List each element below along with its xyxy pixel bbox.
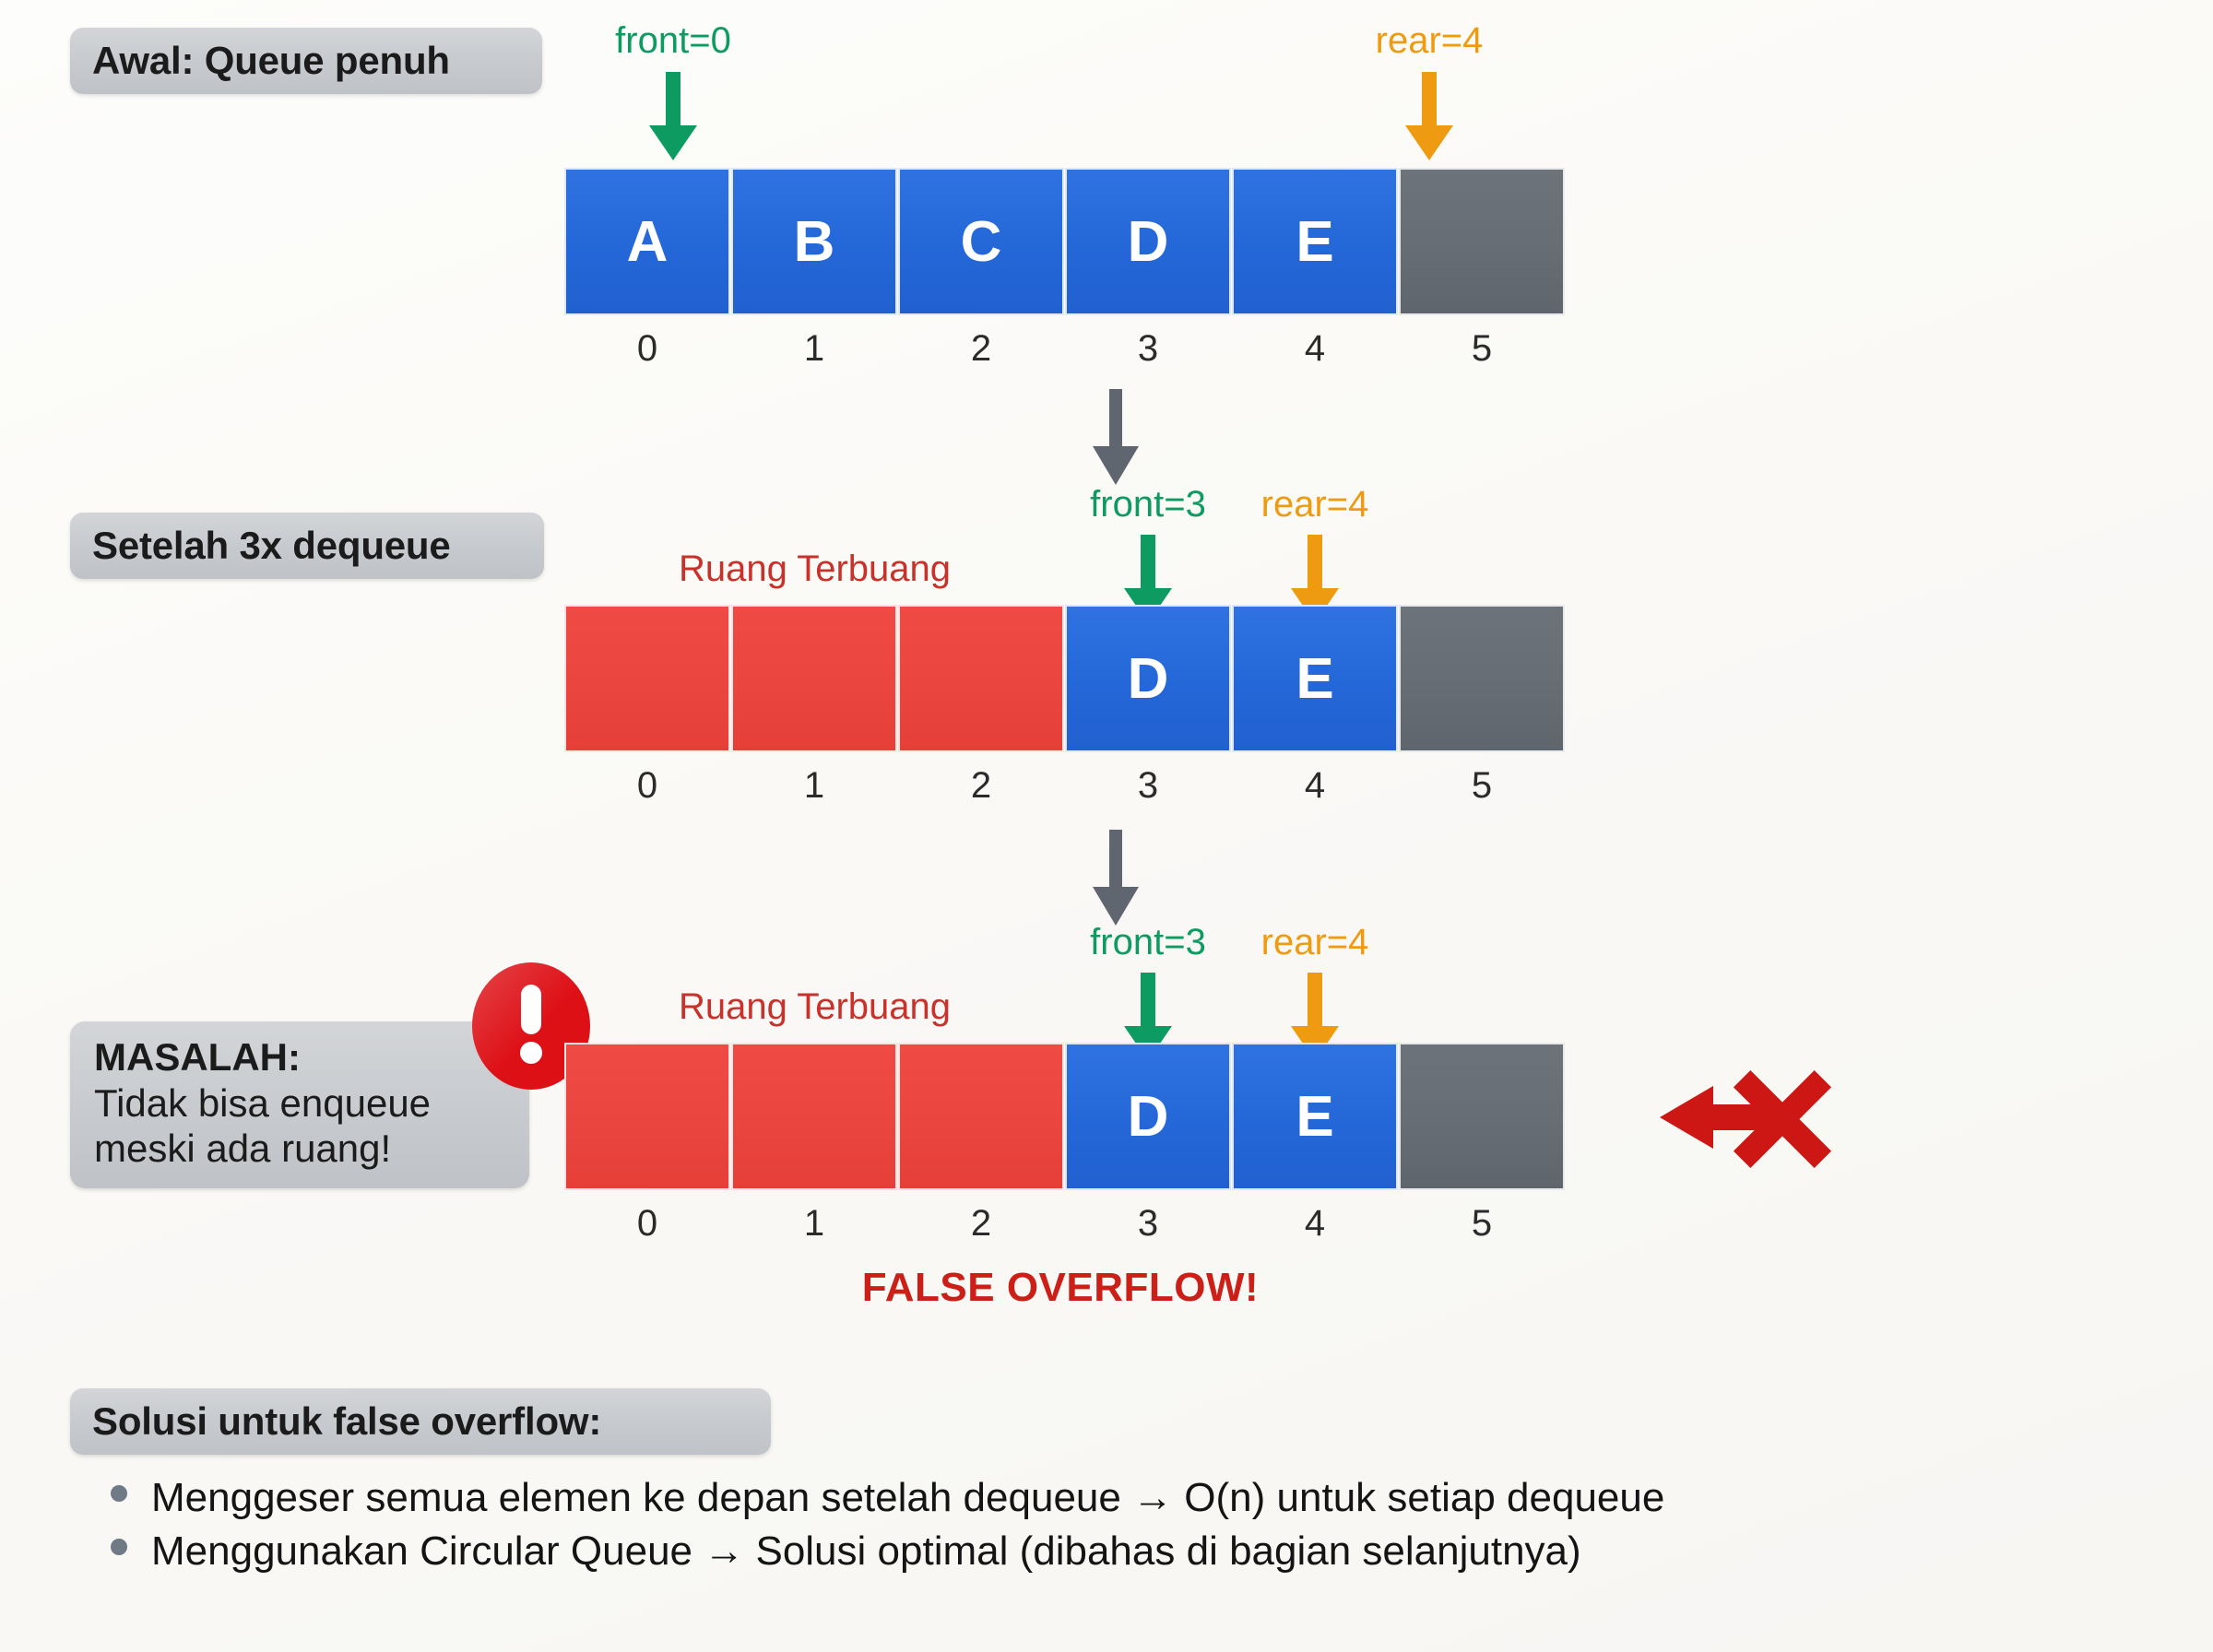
row2-rear-arrow-icon [1276, 535, 1354, 631]
row3-cell-4-value: E [1296, 1084, 1334, 1149]
row1-cell-3[interactable]: D [1065, 168, 1231, 315]
row3-front-label: front=3 [1090, 922, 1206, 962]
row1-rear-label: rear=4 [1375, 20, 1484, 61]
row2-rear-label: rear=4 [1260, 484, 1369, 525]
problem-chip: MASALAH: Tidak bisa enqueue meski ada ru… [70, 1021, 529, 1188]
row1-title-label: Awal: Queue penuh [92, 39, 450, 82]
row2-title-label: Setelah 3x dequeue [92, 524, 451, 567]
row3-index-5: 5 [1471, 1203, 1493, 1244]
row1-cell-1[interactable]: B [731, 168, 897, 315]
row1-cell-2[interactable]: C [898, 168, 1064, 315]
row3-index-0: 0 [636, 1203, 658, 1244]
flow-arrow-2-icon [1083, 830, 1148, 936]
solution-title-chip: Solusi untuk false overflow: [70, 1388, 771, 1455]
problem-line-2: Tidak bisa enqueue [94, 1080, 432, 1125]
solution-item-1-text: Menggeser semua elemen ke depan setelah … [151, 1475, 1665, 1520]
row1-cell-3-value: D [1127, 209, 1169, 274]
solution-title-label: Solusi untuk false overflow: [92, 1399, 602, 1443]
row2-index-3: 3 [1137, 765, 1159, 806]
flow-arrow-1-icon [1083, 389, 1148, 495]
row1-cell-4[interactable]: E [1232, 168, 1398, 315]
row1-index-3: 3 [1137, 328, 1159, 369]
row3-index-3: 3 [1137, 1203, 1159, 1244]
row3-rear-arrow-icon [1276, 973, 1354, 1069]
row1-cell-4-value: E [1296, 209, 1334, 274]
row1-title-chip: Awal: Queue penuh [70, 28, 542, 94]
row2-cell-4-value: E [1296, 646, 1334, 711]
row2-front-arrow-icon [1109, 535, 1187, 631]
row2-cell-2[interactable] [898, 605, 1064, 752]
warning-icon [470, 961, 592, 1096]
row2-index-4: 4 [1304, 765, 1326, 806]
row1-cell-5[interactable] [1399, 168, 1565, 315]
row2-index-5: 5 [1471, 765, 1493, 806]
row3-cell-5[interactable] [1399, 1043, 1565, 1190]
row1-index-0: 0 [636, 328, 658, 369]
row1-cell-0[interactable]: A [564, 168, 730, 315]
row2-front-label: front=3 [1090, 484, 1206, 525]
row3-index-4: 4 [1304, 1203, 1326, 1244]
list-item: Menggeser semua elemen ke depan setelah … [111, 1475, 2185, 1521]
row3-index-2: 2 [970, 1203, 992, 1244]
bullet-dot-icon [111, 1485, 127, 1502]
row3-front-arrow-icon [1109, 973, 1187, 1069]
problem-line-3: meski ada ruang! [94, 1127, 392, 1171]
row1-front-arrow-icon [634, 72, 712, 169]
row2-index-2: 2 [970, 765, 992, 806]
row3-cell-0[interactable] [564, 1043, 730, 1190]
row2-cell-3[interactable]: D [1065, 605, 1231, 752]
row1-cell-1-value: B [793, 209, 835, 274]
row1-index-2: 2 [970, 328, 992, 369]
false-overflow-text: FALSE OVERFLOW! [861, 1265, 1260, 1310]
row2-cell-5[interactable] [1399, 605, 1565, 752]
row1-front-label: front=0 [615, 20, 731, 61]
row3-wasted-label: Ruang Terbuang [678, 986, 952, 1027]
row3-cell-3[interactable]: D [1065, 1043, 1231, 1190]
solution-item-2-text: Menggunakan Circular Queue → Solusi opti… [151, 1528, 1581, 1574]
row2-cell-0[interactable] [564, 605, 730, 752]
row1-index-4: 4 [1304, 328, 1326, 369]
row3-cell-2[interactable] [898, 1043, 1064, 1190]
list-item: Menggunakan Circular Queue → Solusi opti… [111, 1528, 2185, 1575]
row3-cell-4[interactable]: E [1232, 1043, 1398, 1190]
row2-cell-1[interactable] [731, 605, 897, 752]
problem-line-1: MASALAH: [94, 1035, 301, 1079]
row3-cell-1[interactable] [731, 1043, 897, 1190]
row2-index-0: 0 [636, 765, 658, 806]
row2-wasted-label: Ruang Terbuang [678, 549, 952, 589]
bullet-dot-icon [111, 1539, 127, 1555]
row1-rear-arrow-icon [1391, 72, 1468, 169]
blocked-enqueue-icon [1660, 1049, 1890, 1190]
row3-cell-3-value: D [1127, 1084, 1169, 1149]
row2-cell-3-value: D [1127, 646, 1169, 711]
row1-index-5: 5 [1471, 328, 1493, 369]
solution-list: Menggeser semua elemen ke depan setelah … [111, 1475, 2185, 1582]
row2-title-chip: Setelah 3x dequeue [70, 513, 544, 579]
row1-index-1: 1 [803, 328, 825, 369]
row3-index-1: 1 [803, 1203, 825, 1244]
row3-rear-label: rear=4 [1260, 922, 1369, 962]
row1-cell-2-value: C [960, 209, 1002, 274]
row2-cell-4[interactable]: E [1232, 605, 1398, 752]
row1-cell-0-value: A [626, 209, 669, 274]
row2-index-1: 1 [803, 765, 825, 806]
